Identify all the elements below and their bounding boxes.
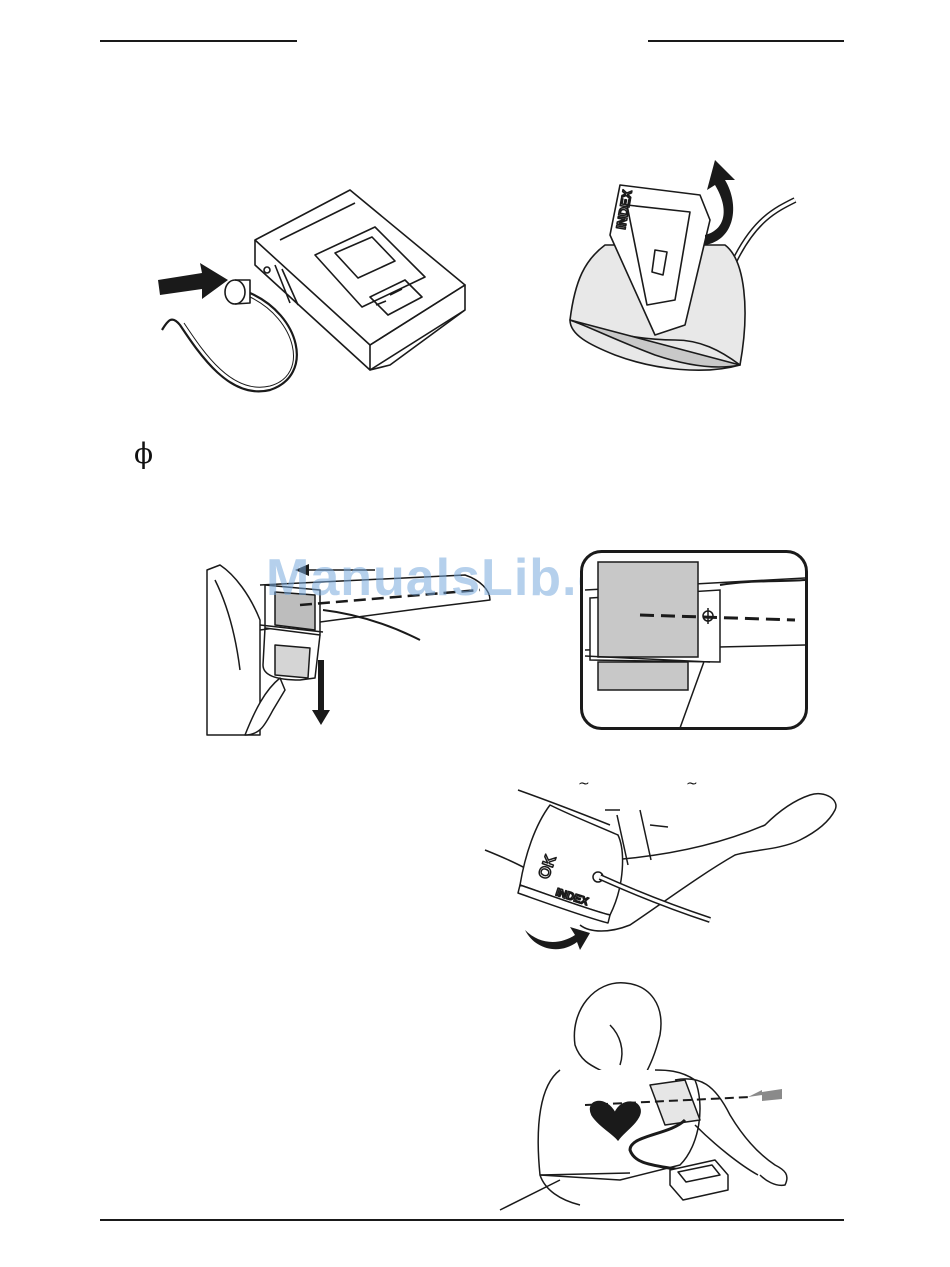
seated-measurement-illustration <box>500 975 820 1215</box>
cuff-detail-illustration <box>580 550 808 730</box>
cuff-marker-symbol: ϕ <box>134 440 153 468</box>
monitor-connect-illustration <box>150 185 470 400</box>
cuff-on-arm-illustration: OK INDEX <box>480 785 845 955</box>
footer-rule <box>100 1219 844 1221</box>
header-rule-left <box>100 40 297 42</box>
header-rule-right <box>648 40 844 42</box>
cuff-fold-illustration: INDEX <box>555 150 805 385</box>
cuff-apply-illustration <box>205 560 500 740</box>
